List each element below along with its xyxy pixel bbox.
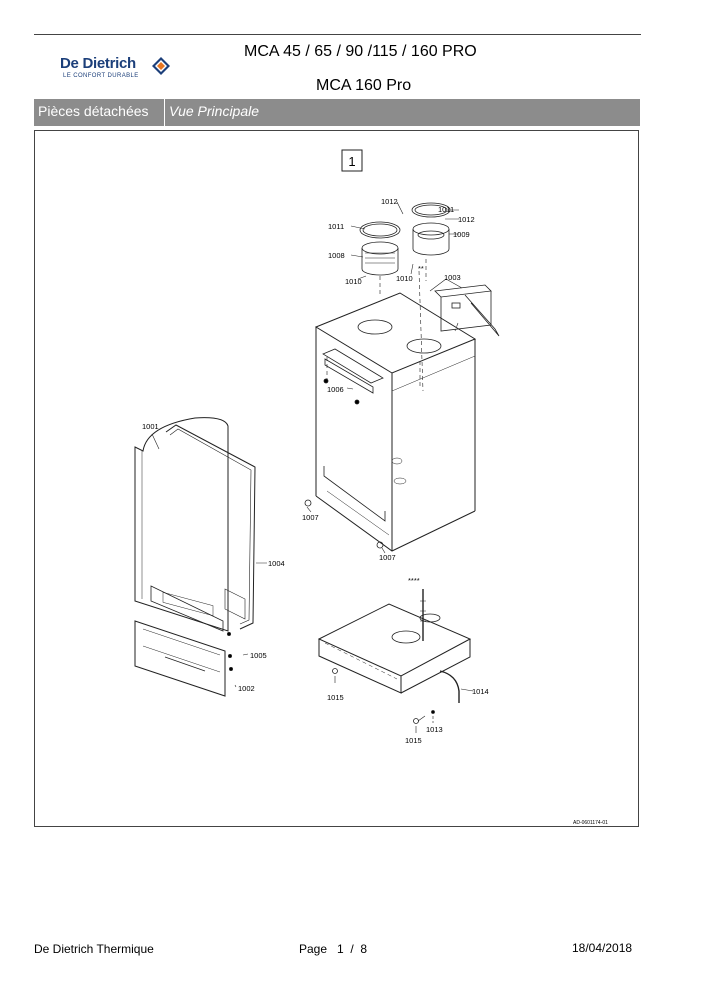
footer-date: 18/04/2018 xyxy=(572,941,633,955)
part-label-1003: 1003 xyxy=(444,273,461,282)
part-label-1002: 1002 xyxy=(238,684,255,693)
logo-diamond-icon xyxy=(152,57,170,75)
part-label-1013: 1013 xyxy=(426,725,443,734)
exploded-parts-diagram: 1 xyxy=(134,149,608,826)
part-label-1015-bottom: 1015 xyxy=(405,736,422,745)
part-label-1010-right: 1010 xyxy=(396,274,413,283)
footer-page: Page 1 / 8 xyxy=(299,942,368,956)
part-label-1008: 1008 xyxy=(328,251,345,260)
part-label-star2: ** xyxy=(418,264,424,273)
part-label-1006: 1006 xyxy=(327,385,344,394)
view-number: 1 xyxy=(348,154,355,169)
model-title: MCA 160 Pro xyxy=(316,77,412,94)
header-rule xyxy=(34,34,641,35)
part-label-1004: 1004 xyxy=(268,559,285,568)
base-tray xyxy=(317,603,472,694)
part-label-1011-left: 1011 xyxy=(328,222,344,231)
drawing-reference: AD-0601174-01 xyxy=(573,820,608,826)
part-label-1010-left: 1010 xyxy=(345,277,362,286)
part-label-1014: 1014 xyxy=(472,687,489,696)
flue-adapter-left xyxy=(359,221,401,276)
bracket-1003 xyxy=(434,284,500,337)
part-label-star4: **** xyxy=(408,576,420,585)
footer-company: De Dietrich Thermique xyxy=(34,942,154,956)
section-band: Pièces détachées Vue Principale xyxy=(34,99,640,126)
gasket-1004 xyxy=(165,424,256,630)
brand-logo: De Dietrich LE CONFORT DURABLE xyxy=(60,55,175,85)
part-label-1005: 1005 xyxy=(250,651,267,660)
part-label-1012-top: 1012 xyxy=(381,197,398,206)
logo-tagline: LE CONFORT DURABLE xyxy=(63,73,139,79)
part-label-1009: 1009 xyxy=(453,230,470,239)
view-number-box xyxy=(341,149,363,172)
boiler-casing xyxy=(314,292,477,552)
diagram-frame: 1 xyxy=(34,130,639,827)
part-label-1007-left: 1007 xyxy=(302,513,319,522)
control-bracket-1006 xyxy=(322,348,384,405)
section-label: Pièces détachées xyxy=(34,99,165,126)
logo-name: De Dietrich xyxy=(60,55,136,72)
front-panel-1001 xyxy=(134,417,229,632)
part-label-1011-right: 1011 xyxy=(438,205,454,214)
models-title: MCA 45 / 65 / 90 /115 / 160 PRO xyxy=(244,43,477,60)
view-label: Vue Principale xyxy=(169,103,260,119)
part-label-1001: 1001 xyxy=(142,422,159,431)
flue-adapter-right xyxy=(411,202,451,256)
part-label-1015-left: 1015 xyxy=(327,693,344,702)
part-label-1012-right: 1012 xyxy=(458,215,475,224)
lower-cover-1002 xyxy=(134,620,226,697)
part-label-1007-right: 1007 xyxy=(379,553,396,562)
